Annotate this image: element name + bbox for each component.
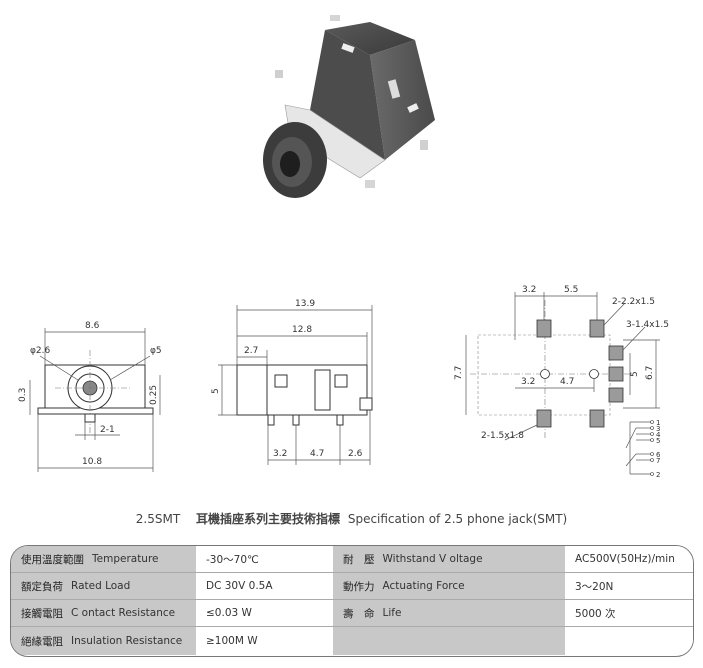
dim-fp-mid-b: 4.7 [560, 377, 574, 387]
dim-side-height: 5 [211, 388, 221, 394]
spec-label-zh: 耐 壓 [343, 553, 375, 566]
dim-height-right: 0.25 [149, 385, 159, 405]
pad-top-right [589, 319, 605, 338]
pad-bottom-left [536, 409, 552, 428]
table-row: 絕緣電阻 Insulation Resistance ≥100M W [11, 627, 693, 655]
pcb-footprint: 3.2 5.5 2-2.2x1.5 3-1.4x1.5 7.7 5 6.7 3.… [454, 285, 669, 441]
pad-top-left [536, 319, 552, 338]
spec-label-en: Temperature [92, 553, 159, 565]
dim-pin-offset: 2-1 [100, 425, 115, 435]
spec-label-en: Insulation Resistance [71, 635, 183, 647]
dim-front-width-top: 8.6 [85, 321, 100, 331]
dim-fp-top-a: 3.2 [522, 285, 536, 295]
dim-total-length: 13.9 [295, 299, 315, 309]
note-pad-1: 2-2.2x1.5 [612, 297, 655, 307]
spec-value [565, 627, 693, 655]
spec-value: 5000 次 [565, 600, 693, 626]
dim-hole-diameter: φ2.6 [30, 346, 51, 356]
spec-label-zh: 使用溫度範圍 [21, 553, 84, 566]
spec-label-en: Rated Load [71, 580, 131, 592]
pin-schematic: 1 3 4 5 6 7 2 [625, 419, 661, 479]
spec-value: AC500V(50Hz)/min [565, 546, 693, 572]
product-photo [263, 15, 435, 198]
note-pad-3: 2-1.5x1.8 [481, 431, 524, 441]
spec-label-zh: 壽 命 [343, 607, 375, 620]
dim-fp-height-left: 7.7 [454, 366, 464, 380]
dim-height-left: 0.3 [18, 388, 28, 402]
spec-title-en: Specification of 2.5 phone jack(SMT) [347, 512, 568, 526]
dim-pitch-b: 4.7 [310, 449, 324, 459]
pin-label: 7 [656, 457, 660, 465]
spec-label-en: Actuating Force [382, 580, 465, 592]
pad-right-1 [608, 345, 624, 361]
pin-label: 6 [656, 451, 661, 459]
dim-body-length: 12.8 [292, 325, 312, 335]
spec-label-en: Life [382, 607, 402, 619]
dim-pitch-c: 2.6 [348, 449, 363, 459]
pin-label: 5 [656, 437, 660, 445]
dim-front-length: 2.7 [244, 346, 258, 356]
spec-value: ≤0.03 W [196, 600, 333, 626]
spec-title-model: 2.5SMT [135, 512, 181, 526]
pin-label: 1 [656, 419, 660, 427]
spec-label-zh: 額定負荷 [21, 580, 63, 593]
spec-value: 3～20N [565, 573, 693, 599]
spec-value: DC 30V 0.5A [196, 573, 333, 599]
spec-table: 使用溫度範圍 Temperature -30～70℃ 耐 壓 Withstand V… [10, 545, 694, 657]
pin-label: 3 [656, 425, 660, 433]
spec-label-zh: 接觸電阻 [21, 607, 63, 620]
dim-jack-diameter: φ5 [150, 346, 162, 356]
spec-label-en: C ontact Resistance [71, 607, 176, 619]
pad-bottom-right [589, 409, 605, 428]
pad-right-3 [608, 387, 624, 403]
spec-label-zh: 絕緣電阻 [21, 635, 63, 648]
spec-label-en: Withstand V oltage [382, 553, 483, 565]
dim-fp-inner-67: 6.7 [645, 366, 655, 380]
dim-front-width-bottom: 10.8 [82, 457, 102, 467]
dim-fp-inner-5: 5 [630, 371, 640, 377]
note-pad-2: 3-1.4x1.5 [626, 320, 669, 330]
technical-drawings: 8.6 φ2.6 φ5 0.3 0.25 2-1 10.8 [18, 285, 669, 479]
table-row: 使用溫度範圍 Temperature -30～70℃ 耐 壓 Withstand V… [11, 546, 693, 573]
table-row: 額定負荷 Rated Load DC 30V 0.5A 動作力 Actuating … [11, 573, 693, 600]
spec-title-zh: 耳機插座系列主要技術指標 [195, 512, 340, 526]
front-view: 8.6 φ2.6 φ5 0.3 0.25 2-1 10.8 [18, 321, 162, 472]
pad-right-2 [608, 366, 624, 382]
spec-value: ≥100M W [196, 627, 333, 655]
dim-pitch-a: 3.2 [273, 449, 287, 459]
pin-label: 4 [656, 431, 661, 439]
spec-value: -30～70℃ [196, 546, 333, 572]
dim-fp-top-b: 5.5 [564, 285, 578, 295]
pin-label: 2 [656, 471, 660, 479]
spec-title: 2.5SMT 耳機插座系列主要技術指標 Specification of 2.5… [0, 510, 703, 527]
dim-fp-mid-a: 3.2 [521, 377, 535, 387]
spec-label-zh: 動作力 [343, 580, 375, 593]
side-view: 13.9 12.8 2.7 5 3.2 4.7 2.6 [211, 299, 373, 465]
